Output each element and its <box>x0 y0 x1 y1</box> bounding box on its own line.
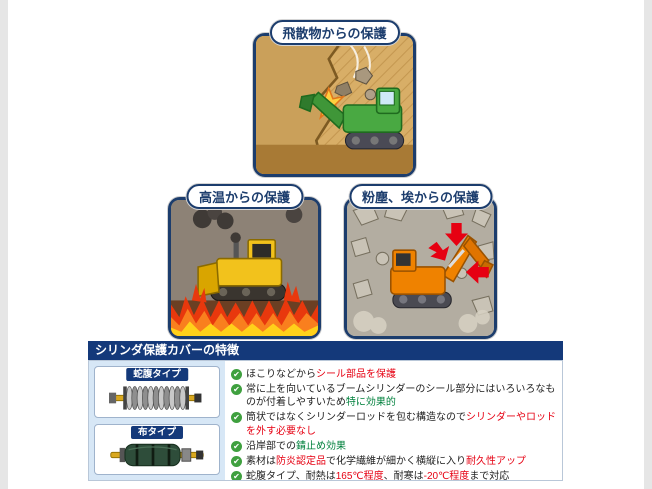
feature-bullet-text: 筒状ではなくシリンダーロッドを包む構造なのでシリンダーやロッドを外す必要なし <box>246 412 556 437</box>
cloth-product-image <box>110 443 204 467</box>
feature-text-column: ✔ ほこりなどからシール部品を保護 ✔ 常に上を向いているブームシリンダーのシール部分… <box>225 361 562 480</box>
dust-illustration <box>347 200 494 336</box>
feature-list: ✔ ほこりなどからシール部品を保護 ✔ 常に上を向いているブームシリンダーのシール部分… <box>231 368 556 481</box>
feature-bullet-text: 沿岸部での錆止め効果 <box>246 440 346 452</box>
feature-bullet-text: ほこりなどからシール部品を保護 <box>246 368 396 380</box>
panel-label-flying: 飛散物からの保護 <box>269 20 400 45</box>
feature-bullet: ✔ ほこりなどからシール部品を保護 <box>231 368 556 382</box>
left-margin <box>0 0 8 489</box>
panel-label-dust: 粉塵、埃からの保護 <box>348 184 493 209</box>
check-icon: ✔ <box>231 455 242 467</box>
check-icon: ✔ <box>231 368 242 380</box>
product-card-bellows: 蛇腹タイプ <box>94 366 220 418</box>
features-title: シリンダ保護カバーの特徴 <box>95 343 240 357</box>
panel-flying-debris: 飛散物からの保護 <box>253 20 416 177</box>
right-margin <box>644 0 652 489</box>
feature-bullet: ✔ 常に上を向いているブームシリンダーのシール部分にはいろいろなものが付着しやすい… <box>231 383 556 410</box>
product-column: 蛇腹タイプ <box>89 361 225 480</box>
panel-label-heat: 高温からの保護 <box>185 184 304 209</box>
product-card-cloth: 布タイプ <box>94 423 220 475</box>
product-label-bellows: 蛇腹タイプ <box>126 368 188 381</box>
features-title-bar: シリンダ保護カバーの特徴 <box>88 341 563 360</box>
check-icon: ✔ <box>231 383 242 395</box>
feature-bullet-text: 常に上を向いているブームシリンダーのシール部分にはいろいろなものが付着しやすいた… <box>246 383 556 409</box>
feature-bullet: ✔ 素材は防炎認定品で化学繊維が細かく横縦に入り耐久性アップ <box>231 455 556 469</box>
feature-bullet-text: 蛇腹タイプ、耐熱は165℃程度、耐寒は-20℃程度まで対応 <box>246 470 510 481</box>
bellows-product-image <box>109 385 202 410</box>
feature-bullet: ✔ 蛇腹タイプ、耐熱は165℃程度、耐寒は-20℃程度まで対応 <box>231 470 556 481</box>
check-icon: ✔ <box>231 470 242 480</box>
flying-debris-illustration <box>256 36 413 174</box>
feature-bullet: ✔ 筒状ではなくシリンダーロッドを包む構造なのでシリンダーやロッドを外す必要なし <box>231 411 556 438</box>
product-label-cloth: 布タイプ <box>130 425 184 439</box>
check-icon: ✔ <box>231 412 242 423</box>
feature-bullet: ✔ 沿岸部での錆止め効果 <box>231 440 556 454</box>
panel-dust: 粉塵、埃からの保護 <box>344 184 497 339</box>
panel-high-temperature: 高温からの保護 <box>168 184 321 339</box>
heat-illustration <box>171 200 318 336</box>
feature-bullet-text: 素材は防炎認定品で化学繊維が細かく横縦に入り耐久性アップ <box>246 455 526 467</box>
features-panel: 蛇腹タイプ <box>88 360 563 481</box>
check-icon: ✔ <box>231 440 242 452</box>
